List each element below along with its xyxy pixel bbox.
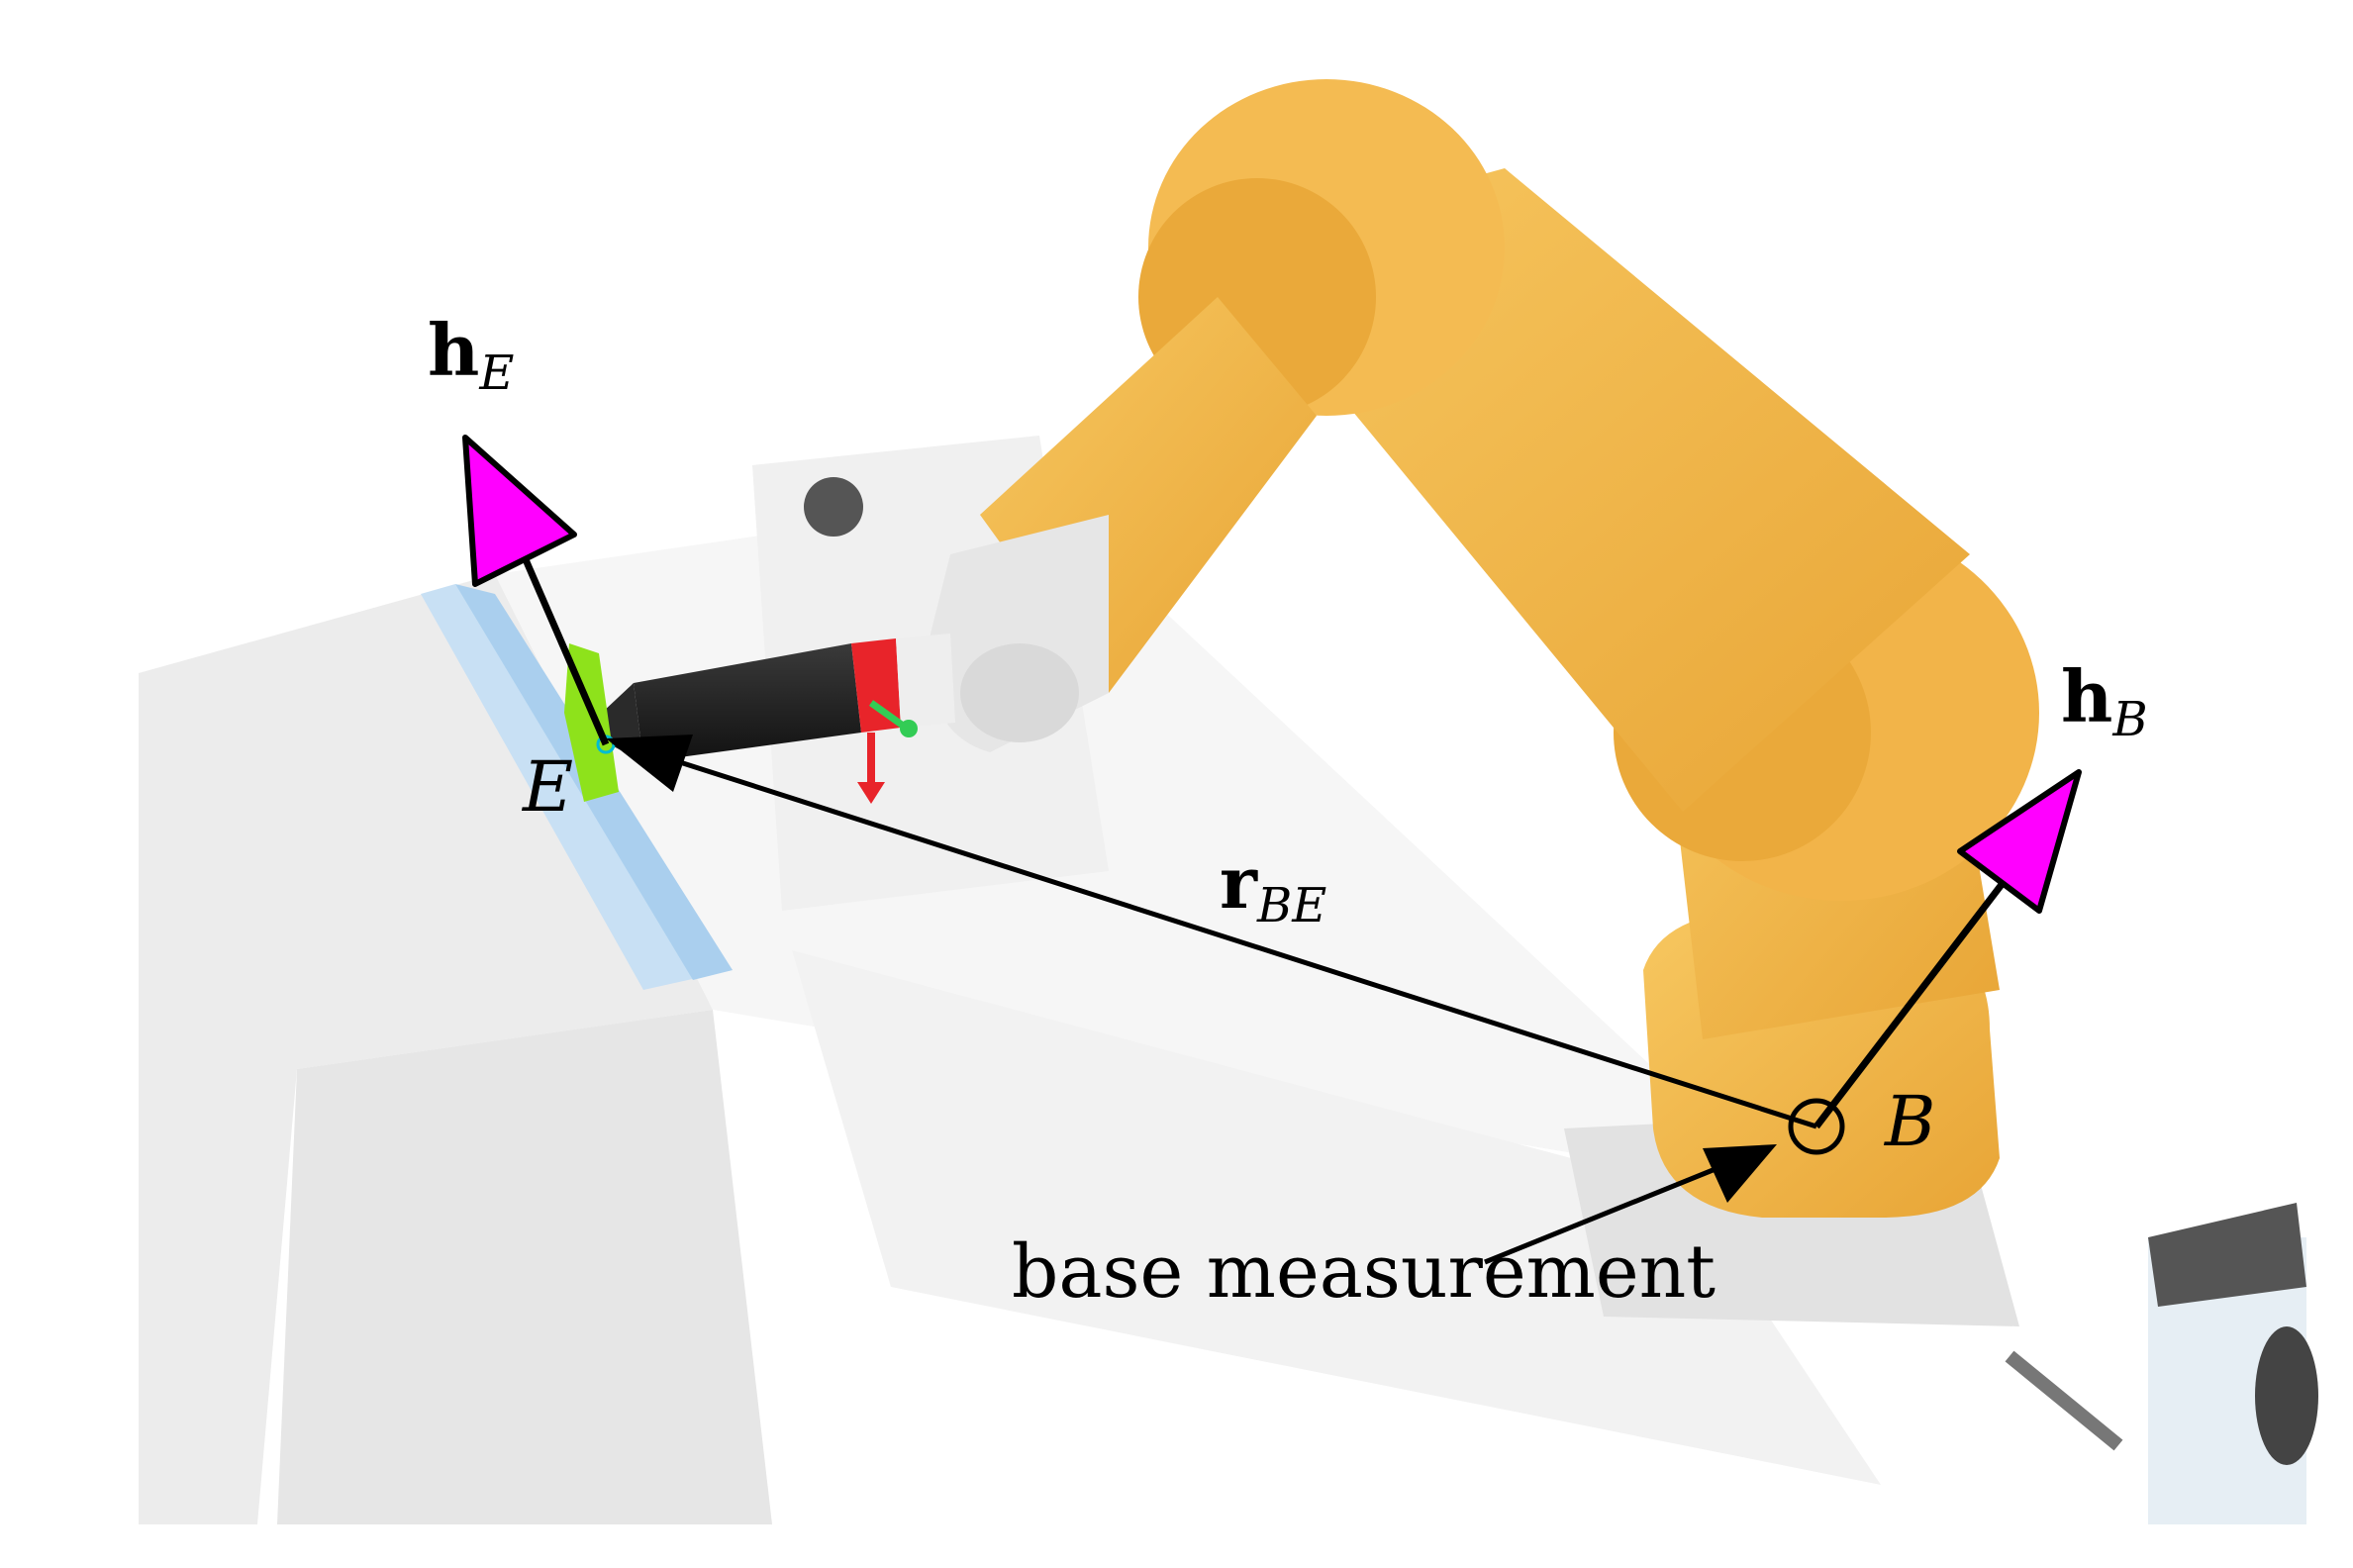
- label-h-B: hB: [2061, 661, 2148, 744]
- vector-r-BE: [633, 744, 1817, 1129]
- label-h-E-main: h: [428, 308, 480, 392]
- vector-r-BE-head: [606, 735, 693, 792]
- label-h-E-sub: E: [479, 345, 515, 401]
- tool-body: [634, 643, 861, 762]
- point-B-marker-icon: [1788, 1098, 1845, 1155]
- floor-stripe: [792, 950, 1881, 1485]
- label-r-BE-main: r: [1220, 840, 1257, 925]
- tool-frame-y-icon: [868, 700, 909, 731]
- axis-h-E-shaft: [511, 533, 610, 746]
- label-point-B: B: [1885, 1081, 1936, 1162]
- back-knob: [804, 477, 863, 537]
- tool-collar: [896, 634, 955, 728]
- robot-arm: [929, 79, 2039, 1218]
- green-arrow-icon: [900, 720, 918, 737]
- label-r-BE-sub: BE: [1256, 878, 1327, 933]
- table-front: [277, 1010, 772, 1524]
- axis-h-B-head: [1957, 769, 2082, 914]
- wrist-flange: [960, 643, 1079, 742]
- label-r-BE: rBE: [1220, 847, 1326, 931]
- axis-h-E-head: [462, 435, 577, 587]
- label-h-B-sub: B: [2112, 692, 2148, 747]
- right-device-top: [2148, 1203, 2306, 1307]
- tool-ring: [851, 638, 901, 733]
- red-down-arrow-icon: [857, 782, 885, 804]
- vectors: [462, 435, 2082, 1265]
- label-h-B-main: h: [2061, 654, 2113, 738]
- right-rod: [2005, 1350, 2123, 1451]
- label-point-E: E: [523, 746, 574, 828]
- label-h-E: hE: [428, 315, 514, 398]
- base-measurement-arrowhead: [1703, 1144, 1777, 1203]
- axis-h-B-shaft: [1814, 858, 2022, 1129]
- right-device-hole: [2255, 1326, 2318, 1465]
- base-measurement-arrow: [1484, 1155, 1743, 1265]
- label-base-measurement: base measurement: [1012, 1229, 1716, 1315]
